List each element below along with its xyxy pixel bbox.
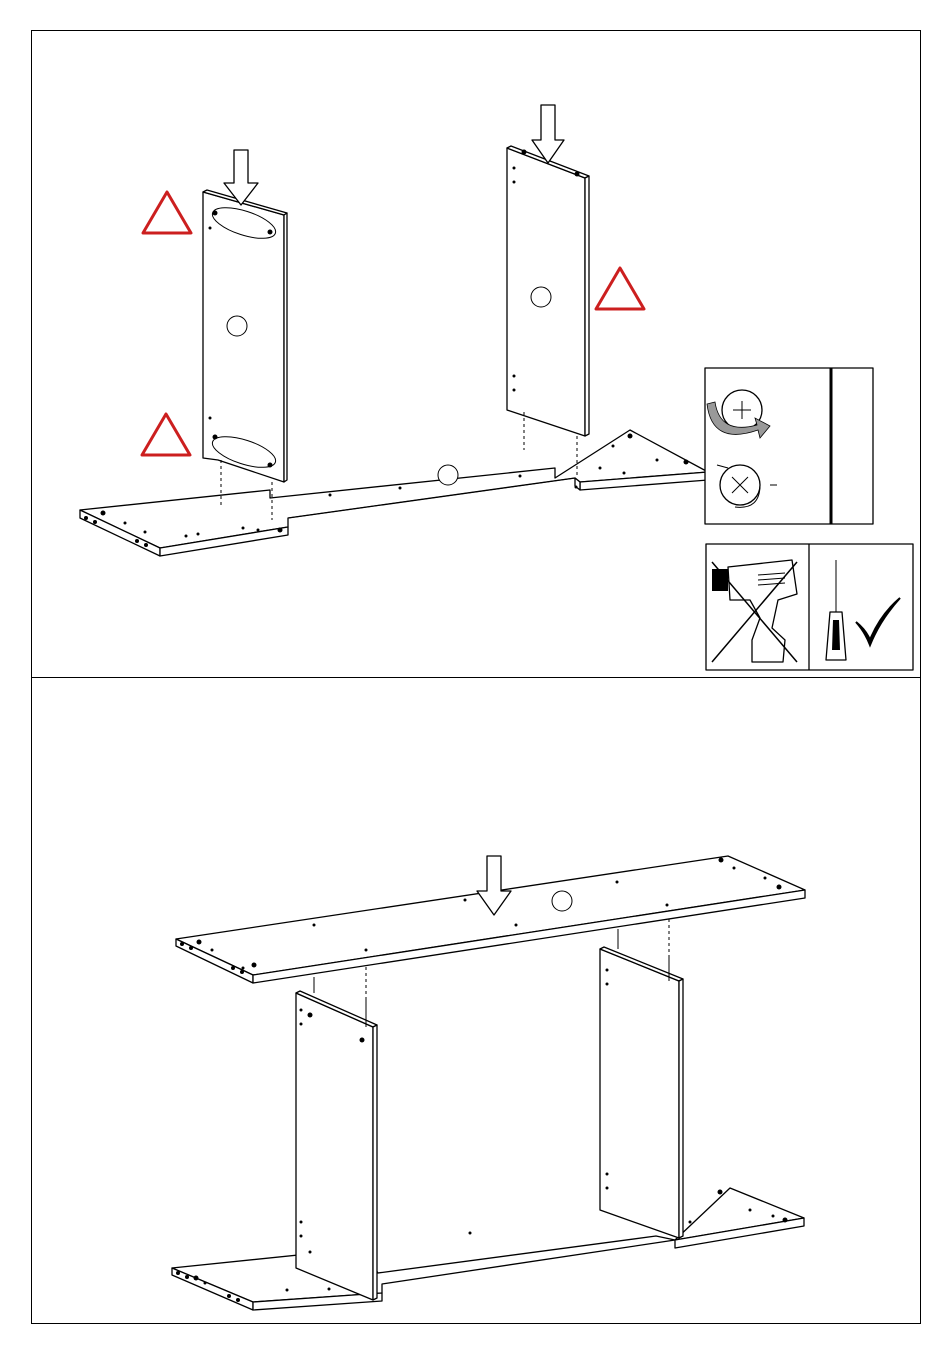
cam-lock-detail-box — [705, 368, 873, 524]
arrow-down-icon — [532, 105, 564, 163]
part-callout-side-right — [531, 287, 551, 307]
side-panel-left — [203, 190, 287, 520]
part-callout-top-panel — [552, 891, 572, 911]
base-panel-bottom-step — [172, 1188, 804, 1310]
warning-triangle-icon — [142, 414, 190, 455]
side-panel-right — [507, 146, 589, 478]
warning-triangle-icon — [143, 192, 191, 233]
side-panel-right-mounted — [600, 913, 683, 1238]
warning-triangle-icon — [596, 268, 644, 309]
part-callout-base — [438, 465, 458, 485]
side-panel-left-mounted — [296, 955, 377, 1300]
part-callout-side-left — [227, 316, 247, 336]
tool-notice-box — [706, 544, 913, 670]
